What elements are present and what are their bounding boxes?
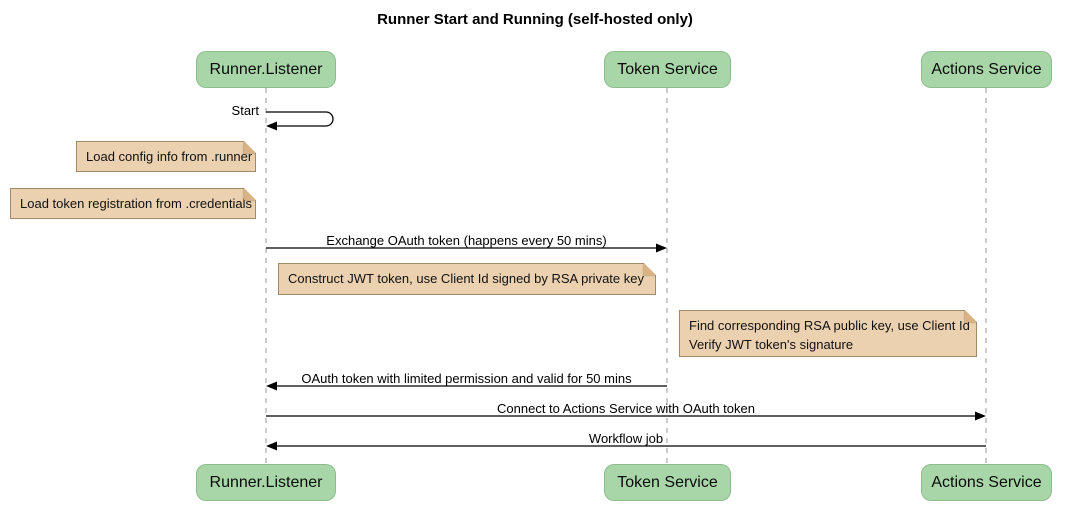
participant-token-service-bottom: Token Service bbox=[604, 464, 731, 501]
note-construct-jwt: Construct JWT token, use Client Id signe… bbox=[278, 263, 656, 295]
message-label-start: Start bbox=[231, 103, 259, 118]
participant-runner-listener-top: Runner.Listener bbox=[196, 51, 336, 88]
arrowhead-exchange-oauth bbox=[656, 243, 667, 253]
arrowhead-oauth-token-back bbox=[266, 381, 277, 391]
participant-token-service-top: Token Service bbox=[604, 51, 731, 88]
message-label-workflow-job: Workflow job bbox=[588, 431, 664, 446]
diagram-title: Runner Start and Running (self-hosted on… bbox=[377, 11, 693, 28]
note-verify-jwt-line1: Find corresponding RSA public key, use C… bbox=[689, 318, 970, 333]
message-label-connect-actions: Connect to Actions Service with OAuth to… bbox=[497, 401, 755, 416]
note-verify-jwt: Find corresponding RSA public key, use C… bbox=[679, 310, 977, 357]
arrowhead-start bbox=[266, 121, 277, 131]
note-load-token-registration: Load token registration from .credential… bbox=[10, 188, 256, 219]
self-message-arrow-start bbox=[266, 111, 334, 127]
message-label-exchange-oauth: Exchange OAuth token (happens every 50 m… bbox=[326, 233, 607, 248]
participant-actions-service-bottom: Actions Service bbox=[921, 464, 1052, 501]
participant-runner-listener-bottom: Runner.Listener bbox=[196, 464, 336, 501]
message-label-oauth-token-back: OAuth token with limited permission and … bbox=[301, 371, 632, 386]
note-verify-jwt-line2: Verify JWT token's signature bbox=[689, 337, 854, 352]
note-load-config: Load config info from .runner bbox=[76, 141, 256, 172]
participant-actions-service-top: Actions Service bbox=[921, 51, 1052, 88]
arrowhead-connect-actions bbox=[975, 411, 986, 421]
arrowhead-workflow-job bbox=[266, 441, 277, 451]
